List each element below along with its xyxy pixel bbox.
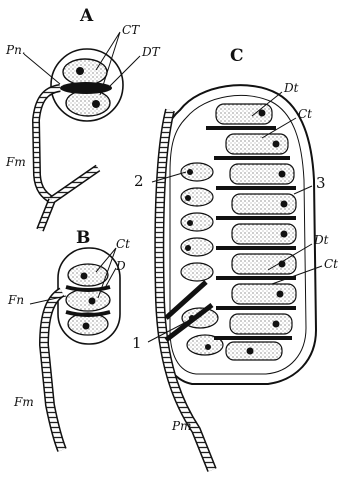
- panel-a-nucleus: [76, 67, 84, 75]
- panel-c-label-dt-top: Dt: [284, 82, 298, 94]
- panel-a-nucleus: [92, 100, 100, 108]
- panel-c-label-dt-mid: Dt: [314, 234, 328, 246]
- nucleus: [279, 171, 286, 178]
- panel-b-cell: [68, 264, 108, 286]
- panel-b-label-d: D: [116, 260, 126, 272]
- panel-b-letter: B: [76, 230, 90, 247]
- panel-b-drawing: [30, 248, 120, 450]
- panel-a-branch: [40, 168, 98, 230]
- panel-c-label-2: 2: [134, 174, 144, 189]
- panel-c-label-1: 1: [132, 336, 142, 351]
- panel-a-label-pn: Pn.: [6, 44, 26, 56]
- panel-c-label-3: 3: [316, 176, 326, 191]
- panel-b-nucleus: [81, 273, 88, 280]
- nucleus: [205, 344, 211, 350]
- panel-c-drawing: [148, 85, 322, 470]
- panel-b-cell: [66, 289, 110, 311]
- panel-b-label-ct: Ct: [116, 238, 130, 250]
- nucleus: [281, 231, 288, 238]
- panel-c-label-ct-mid: Ct: [324, 258, 338, 270]
- cell: [232, 284, 296, 304]
- panel-a-dark-band: [60, 82, 112, 94]
- cell: [181, 263, 213, 281]
- nucleus: [185, 245, 191, 251]
- nucleus: [277, 291, 284, 298]
- panel-b-label-fm: Fm: [14, 396, 34, 408]
- panel-b-label-fn: Fn: [8, 294, 24, 306]
- panel-a-label-dt: DT: [142, 46, 160, 58]
- panel-c-label-ct-top: Ct: [298, 108, 312, 120]
- nucleus: [281, 201, 288, 208]
- panel-c-label-pm: Pm: [172, 420, 191, 432]
- cell: [181, 213, 213, 231]
- cell: [226, 342, 282, 360]
- panel-b-nucleus: [83, 323, 90, 330]
- cell: [230, 314, 292, 334]
- panel-c-letter: C: [230, 48, 244, 65]
- panel-a-label-ct: CT: [122, 24, 139, 36]
- panel-a-label-fm: Fm: [6, 156, 26, 168]
- panel-a-drawing: [24, 32, 140, 230]
- cell: [232, 254, 296, 274]
- panel-b-nucleus: [89, 298, 96, 305]
- nucleus: [273, 141, 280, 148]
- nucleus: [185, 195, 191, 201]
- nucleus: [247, 348, 254, 355]
- panel-a-letter: A: [80, 8, 93, 25]
- nucleus: [273, 321, 280, 328]
- nucleus: [187, 169, 193, 175]
- nucleus: [187, 220, 193, 226]
